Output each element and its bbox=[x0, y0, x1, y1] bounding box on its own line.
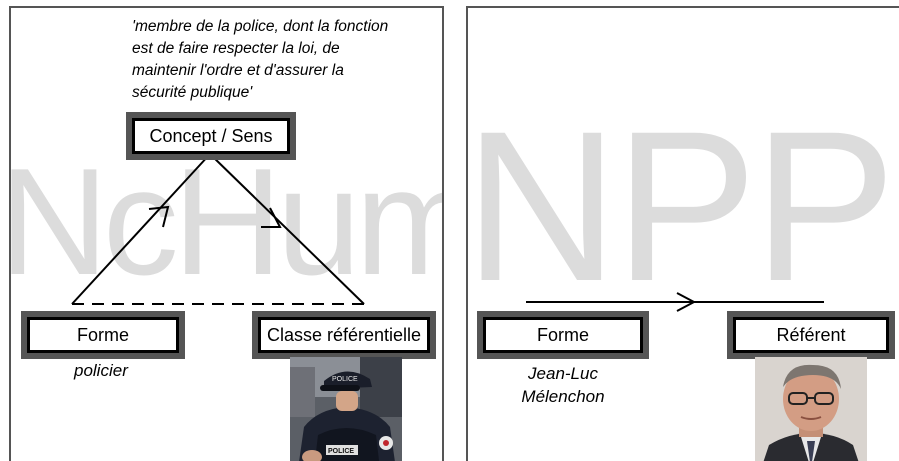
forme-box-right: Forme bbox=[483, 317, 643, 353]
concept-definition: 'membre de la police, dont la fonction e… bbox=[132, 18, 389, 101]
right-edge-arrowhead bbox=[261, 207, 282, 228]
forme-label-right: Forme bbox=[536, 324, 589, 345]
triangle-left-edge bbox=[71, 153, 211, 305]
concept-sens-label: Concept / Sens bbox=[149, 125, 273, 146]
triangle-right-edge bbox=[209, 153, 365, 305]
left-edge-arrowhead bbox=[148, 205, 170, 228]
reference-arrowhead bbox=[676, 292, 697, 312]
politician-portrait-photo bbox=[755, 357, 867, 461]
forme-box-left: Forme bbox=[27, 317, 179, 353]
classe-referentielle-box: Classe référentielle bbox=[258, 317, 430, 353]
referent-name: Jean-Luc Mélenchon bbox=[521, 364, 605, 406]
left-panel: NcHum 'membre de la police, dont la fonc… bbox=[9, 6, 444, 461]
classe-referentielle-label: Classe référentielle bbox=[266, 324, 422, 345]
reference-arrow bbox=[526, 292, 824, 312]
right-watermark: NPP bbox=[466, 87, 896, 326]
police-officer-photo: POLICE POLICE bbox=[290, 357, 402, 461]
referent-box: Référent bbox=[733, 317, 889, 353]
police-chest-badge: POLICE bbox=[328, 448, 354, 455]
semiotic-triangle bbox=[71, 153, 365, 305]
word-policier: policier bbox=[74, 361, 128, 380]
forme-label-left: Forme bbox=[76, 324, 129, 345]
concept-sens-box: Concept / Sens bbox=[132, 118, 290, 154]
right-panel: NPP Forme Référent Jean-Luc Mélenchon bbox=[466, 6, 899, 461]
police-cap-badge: POLICE bbox=[332, 376, 358, 383]
referent-label: Référent bbox=[776, 324, 846, 345]
